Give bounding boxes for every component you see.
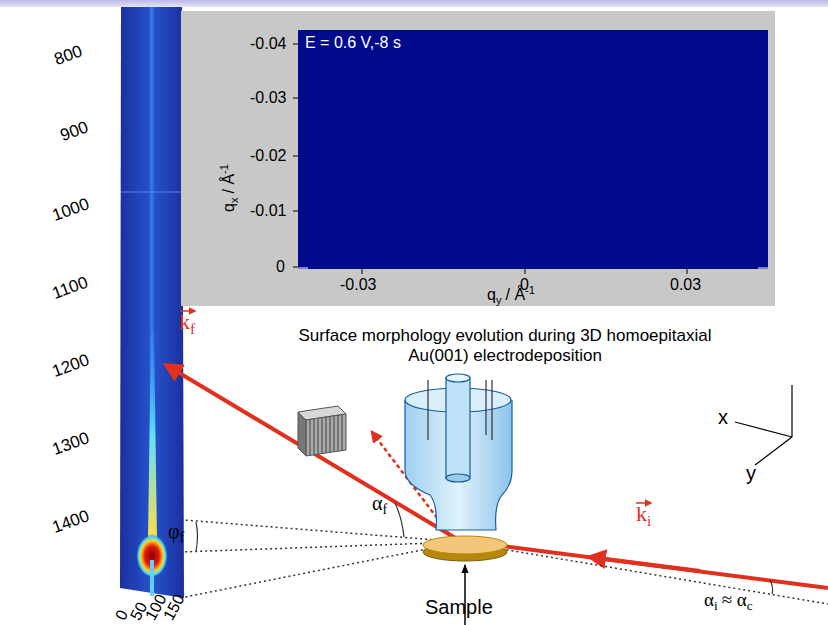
axis-label: φf (168, 520, 184, 546)
label-text: -0.03 (250, 89, 286, 107)
label-text: α (704, 589, 714, 610)
label-text: -0.02 (250, 147, 286, 165)
label-text: ≈ α (722, 589, 747, 610)
label-text: 0 (276, 258, 285, 276)
label-text: -0.01 (250, 202, 286, 220)
label-text: Surface morphology evolution during 3D h… (270, 326, 740, 367)
index-text: y (496, 294, 502, 306)
label-text: / Å (220, 174, 237, 194)
label-text: Sample (425, 596, 493, 618)
index-text: x (228, 198, 240, 204)
axis-label: qx / Å-1 (218, 164, 240, 212)
label-text: 0.03 (670, 276, 701, 294)
axis-label: kf (179, 310, 195, 338)
axis-label: qy / Å-1 (487, 284, 535, 306)
label-text: q (220, 203, 237, 212)
index-text: i (714, 598, 718, 613)
label-text: φ (168, 520, 180, 542)
index-text: f (382, 502, 387, 517)
label-text: k (636, 501, 647, 526)
axis-label: αf (372, 492, 387, 518)
label-text: -0.04 (250, 35, 286, 53)
label-text: 1300 (50, 429, 92, 459)
label-text: 1400 (50, 507, 92, 537)
index-text: f (180, 530, 185, 545)
index-text: -1 (218, 164, 230, 174)
label-text: 900 (58, 118, 91, 145)
label-text: q (487, 286, 496, 303)
label-text: 800 (52, 42, 85, 69)
label-text: x (718, 406, 728, 428)
label-text: E = 0.6 V,-8 s (305, 34, 401, 52)
label-text: 1000 (50, 195, 92, 225)
label-text: α (372, 492, 382, 514)
label-text: y (746, 462, 756, 484)
label-text: -0.03 (340, 276, 376, 294)
index-text: c (747, 598, 753, 613)
axis-label: αi ≈ αc (704, 590, 753, 614)
axis-label: ki (636, 502, 651, 530)
index-text: f (190, 320, 195, 337)
label-text: / Å (506, 286, 526, 303)
label-text: 1100 (50, 273, 91, 303)
label-text: 1200 (50, 351, 92, 381)
index-text: -1 (525, 284, 535, 296)
label-text: k (179, 309, 190, 334)
index-text: i (647, 512, 651, 529)
